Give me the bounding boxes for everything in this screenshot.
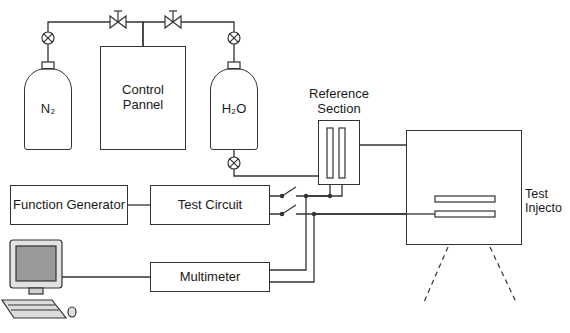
test-injector: Test Injecto [406,130,522,245]
connector-line [270,214,406,282]
computer-icon [2,240,76,318]
control-panel: Control Pannel [100,46,186,150]
reference-section: Reference Section [318,120,360,185]
junction-dot [328,194,332,198]
node-label: Test Circuit [178,198,242,213]
connector-line [48,22,143,68]
connector-line [143,22,234,68]
switch-symbol [280,187,296,200]
electrode-plate [435,196,495,202]
junction-dot [304,194,308,198]
node-label: N₂ [41,102,55,117]
regulator-valve [110,11,126,28]
electrode-plate [435,211,495,217]
valve-symbol [42,32,54,44]
spray-line [490,247,516,302]
data-cable [62,276,150,277]
regulator-valve [165,11,181,28]
multimeter-box: Multimeter [150,262,270,292]
connector-line [128,204,150,205]
inner-wire [406,213,435,214]
switch-symbol [280,205,296,218]
connector-line [360,144,406,145]
node-label: H₂O [222,102,247,117]
valve-symbol [228,157,240,169]
spray-line [424,247,448,302]
test-circuit: Test Circuit [150,185,270,225]
function-generator: Function Generator [10,185,128,225]
valve-symbol [228,32,240,44]
node-label: Function Generator [13,198,125,213]
gas-cylinder: N₂ [24,68,72,150]
node-label: Test Injecto [525,187,567,216]
connector-line [234,150,318,176]
node-label: Control Pannel [105,83,181,113]
connector-line [270,185,342,270]
node-label: Multimeter [180,270,241,285]
electrode-tube [327,128,333,178]
connector-line [270,185,330,196]
junction-dot [312,212,316,216]
water-tank: H₂O [210,68,258,150]
node-label: Reference Section [291,87,387,117]
electrode-tube [339,128,345,178]
